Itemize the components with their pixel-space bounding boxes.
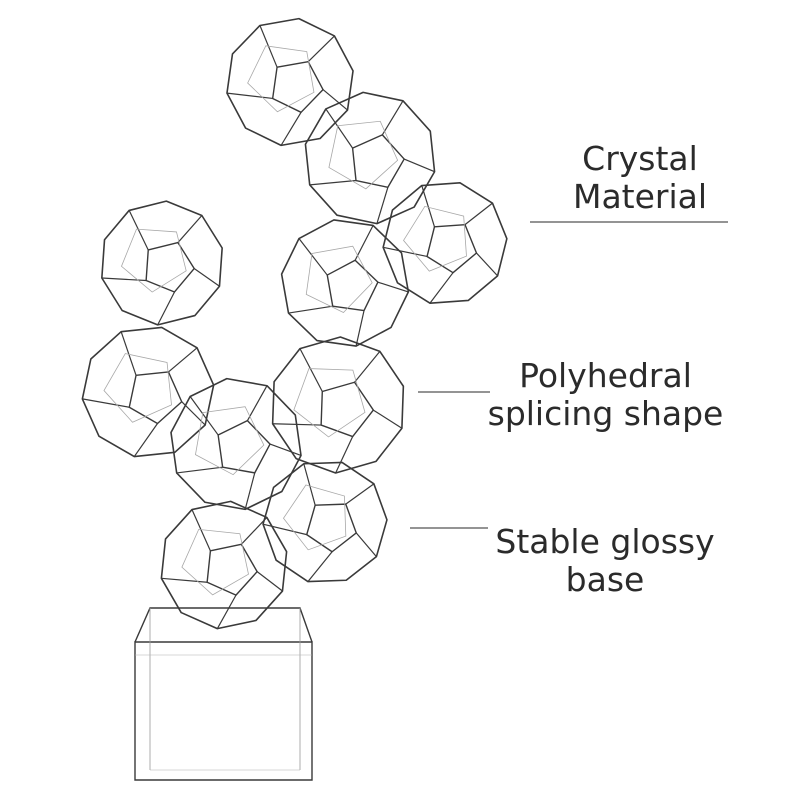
- dodecahedron-cell: [160, 500, 288, 630]
- dodecahedron-cell: [280, 219, 410, 347]
- glossy-base: [134, 607, 313, 781]
- dodecahedron-cell: [304, 91, 436, 225]
- dodecahedron-cluster: [81, 17, 508, 630]
- dodecahedron-cell: [81, 326, 215, 458]
- dodecahedron-cell: [101, 200, 223, 326]
- dodecahedron-cell: [170, 377, 302, 511]
- polyhedral-shape-label: Polyhedral splicing shape: [487, 356, 724, 433]
- dodecahedron-cell: [382, 182, 508, 304]
- dodecahedron-cell: [262, 461, 388, 583]
- crystal-material-label: Crystal Material: [572, 139, 708, 216]
- stable-base-label: Stable glossy base: [495, 522, 715, 599]
- leader-lines: [410, 221, 728, 529]
- dodecahedron-cell: [226, 17, 354, 147]
